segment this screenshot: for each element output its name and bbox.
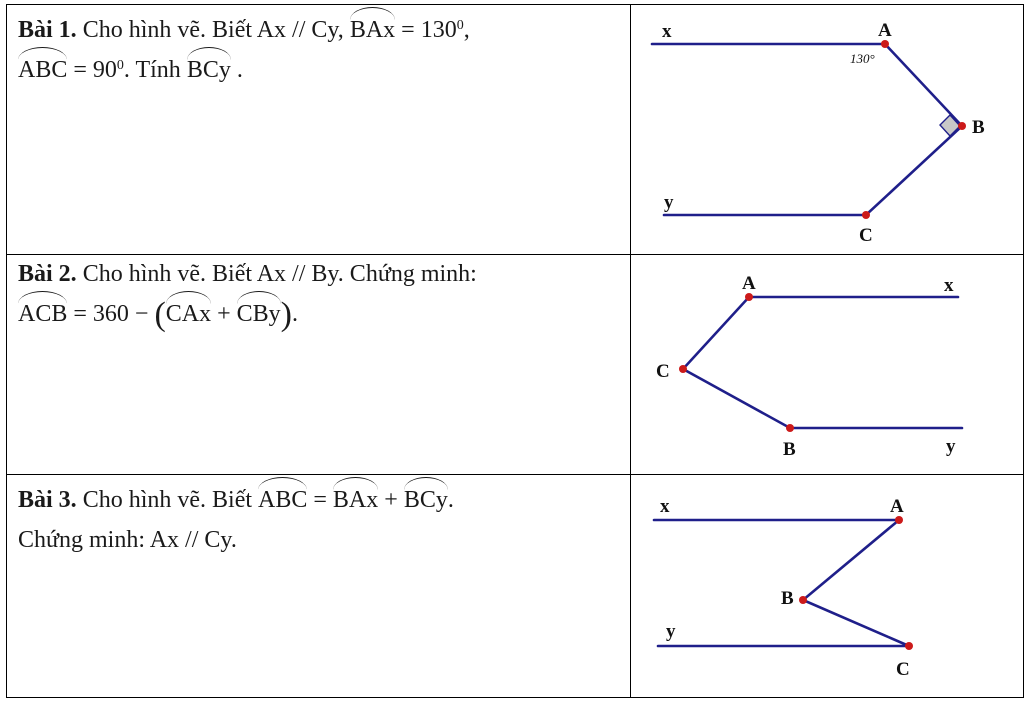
punct: , bbox=[463, 17, 470, 43]
fig2-label-c: C bbox=[656, 361, 670, 382]
angle-abc: ABC bbox=[18, 47, 68, 90]
paren-open: ( bbox=[154, 296, 166, 333]
angle-bax: BAx bbox=[349, 7, 396, 50]
plus: + bbox=[378, 487, 404, 513]
fig3-label-x: x bbox=[660, 496, 670, 517]
problem-3-given: Cho hình vẽ. Biết bbox=[76, 487, 259, 513]
degree-sup: 0 bbox=[116, 58, 124, 73]
point-b-1 bbox=[958, 122, 966, 130]
angle-acb: ACB bbox=[18, 291, 68, 334]
angle-cby: CBy bbox=[236, 291, 281, 334]
table-row-divider-1 bbox=[6, 254, 1024, 255]
paren-close: ) bbox=[280, 296, 292, 333]
problem-1-ask: . Tính bbox=[123, 57, 187, 83]
angle-bax: BAx bbox=[332, 477, 379, 520]
fig1-label-b: B bbox=[972, 117, 985, 138]
fig2-label-a: A bbox=[742, 273, 756, 294]
fig1-label-x: x bbox=[662, 21, 672, 42]
angle-cax: CAx bbox=[165, 291, 212, 334]
point-a-2 bbox=[745, 293, 753, 301]
fig1-angle-label: 130° bbox=[850, 51, 875, 66]
problem-1-text: Bài 1. Cho hình vẽ. Biết Ax // Cy, BAx =… bbox=[18, 7, 618, 90]
fig1-label-a: A bbox=[878, 20, 892, 41]
point-b-3 bbox=[799, 596, 807, 604]
fig1-label-y: y bbox=[664, 192, 674, 213]
figure-2-ray-ax bbox=[680, 295, 964, 430]
fig3-label-c: C bbox=[896, 659, 910, 680]
problem-1-title: Bài 1. bbox=[18, 17, 77, 43]
fig2-label-y: y bbox=[946, 436, 956, 457]
right-angle-marker bbox=[939, 113, 961, 138]
fig1-label-c: C bbox=[859, 225, 873, 246]
punct: . bbox=[447, 487, 454, 513]
point-a-1 bbox=[881, 40, 889, 48]
problem-3-title: Bài 3. bbox=[18, 487, 77, 513]
equals: = bbox=[307, 487, 333, 513]
angle-bcy: BCy bbox=[186, 47, 231, 90]
point-b-2 bbox=[786, 424, 794, 432]
punct: . bbox=[230, 57, 243, 83]
problem-2-text: Bài 2. Cho hình vẽ. Biết Ax // By. Chứng… bbox=[18, 254, 618, 335]
problem-2-title: Bài 2. bbox=[18, 261, 77, 287]
problem-2-given: Cho hình vẽ. Biết Ax // By. Chứng minh: bbox=[76, 261, 477, 287]
fig3-label-y: y bbox=[666, 621, 676, 642]
point-c-2 bbox=[679, 365, 687, 373]
angle-value: = 90 bbox=[67, 57, 117, 83]
formula-part: = 360 − bbox=[67, 301, 155, 327]
problem-1-given: Cho hình vẽ. Biết Ax // Cy, bbox=[76, 17, 350, 43]
degree-sup: 0 bbox=[456, 18, 464, 33]
point-c-1 bbox=[862, 211, 870, 219]
plus: + bbox=[211, 301, 237, 327]
angle-abc: ABC bbox=[258, 477, 308, 520]
fig3-label-a: A bbox=[890, 496, 904, 517]
angle-value: = 130 bbox=[395, 17, 457, 43]
point-a-3 bbox=[895, 516, 903, 524]
problem-3-ask: Chứng minh: Ax // Cy. bbox=[18, 527, 237, 553]
table-column-divider bbox=[630, 4, 631, 698]
point-c-3 bbox=[905, 642, 913, 650]
figure-1-path bbox=[650, 42, 964, 217]
fig2-label-x: x bbox=[944, 275, 954, 296]
punct: . bbox=[292, 301, 298, 327]
problem-3-text: Bài 3. Cho hình vẽ. Biết ABC = BAx + BCy… bbox=[18, 477, 618, 560]
fig3-label-b: B bbox=[781, 588, 794, 609]
figure-3-path bbox=[652, 518, 910, 648]
table-row-divider-2 bbox=[6, 474, 1024, 475]
fig2-label-b: B bbox=[783, 439, 796, 460]
angle-bcy: BCy bbox=[403, 477, 448, 520]
